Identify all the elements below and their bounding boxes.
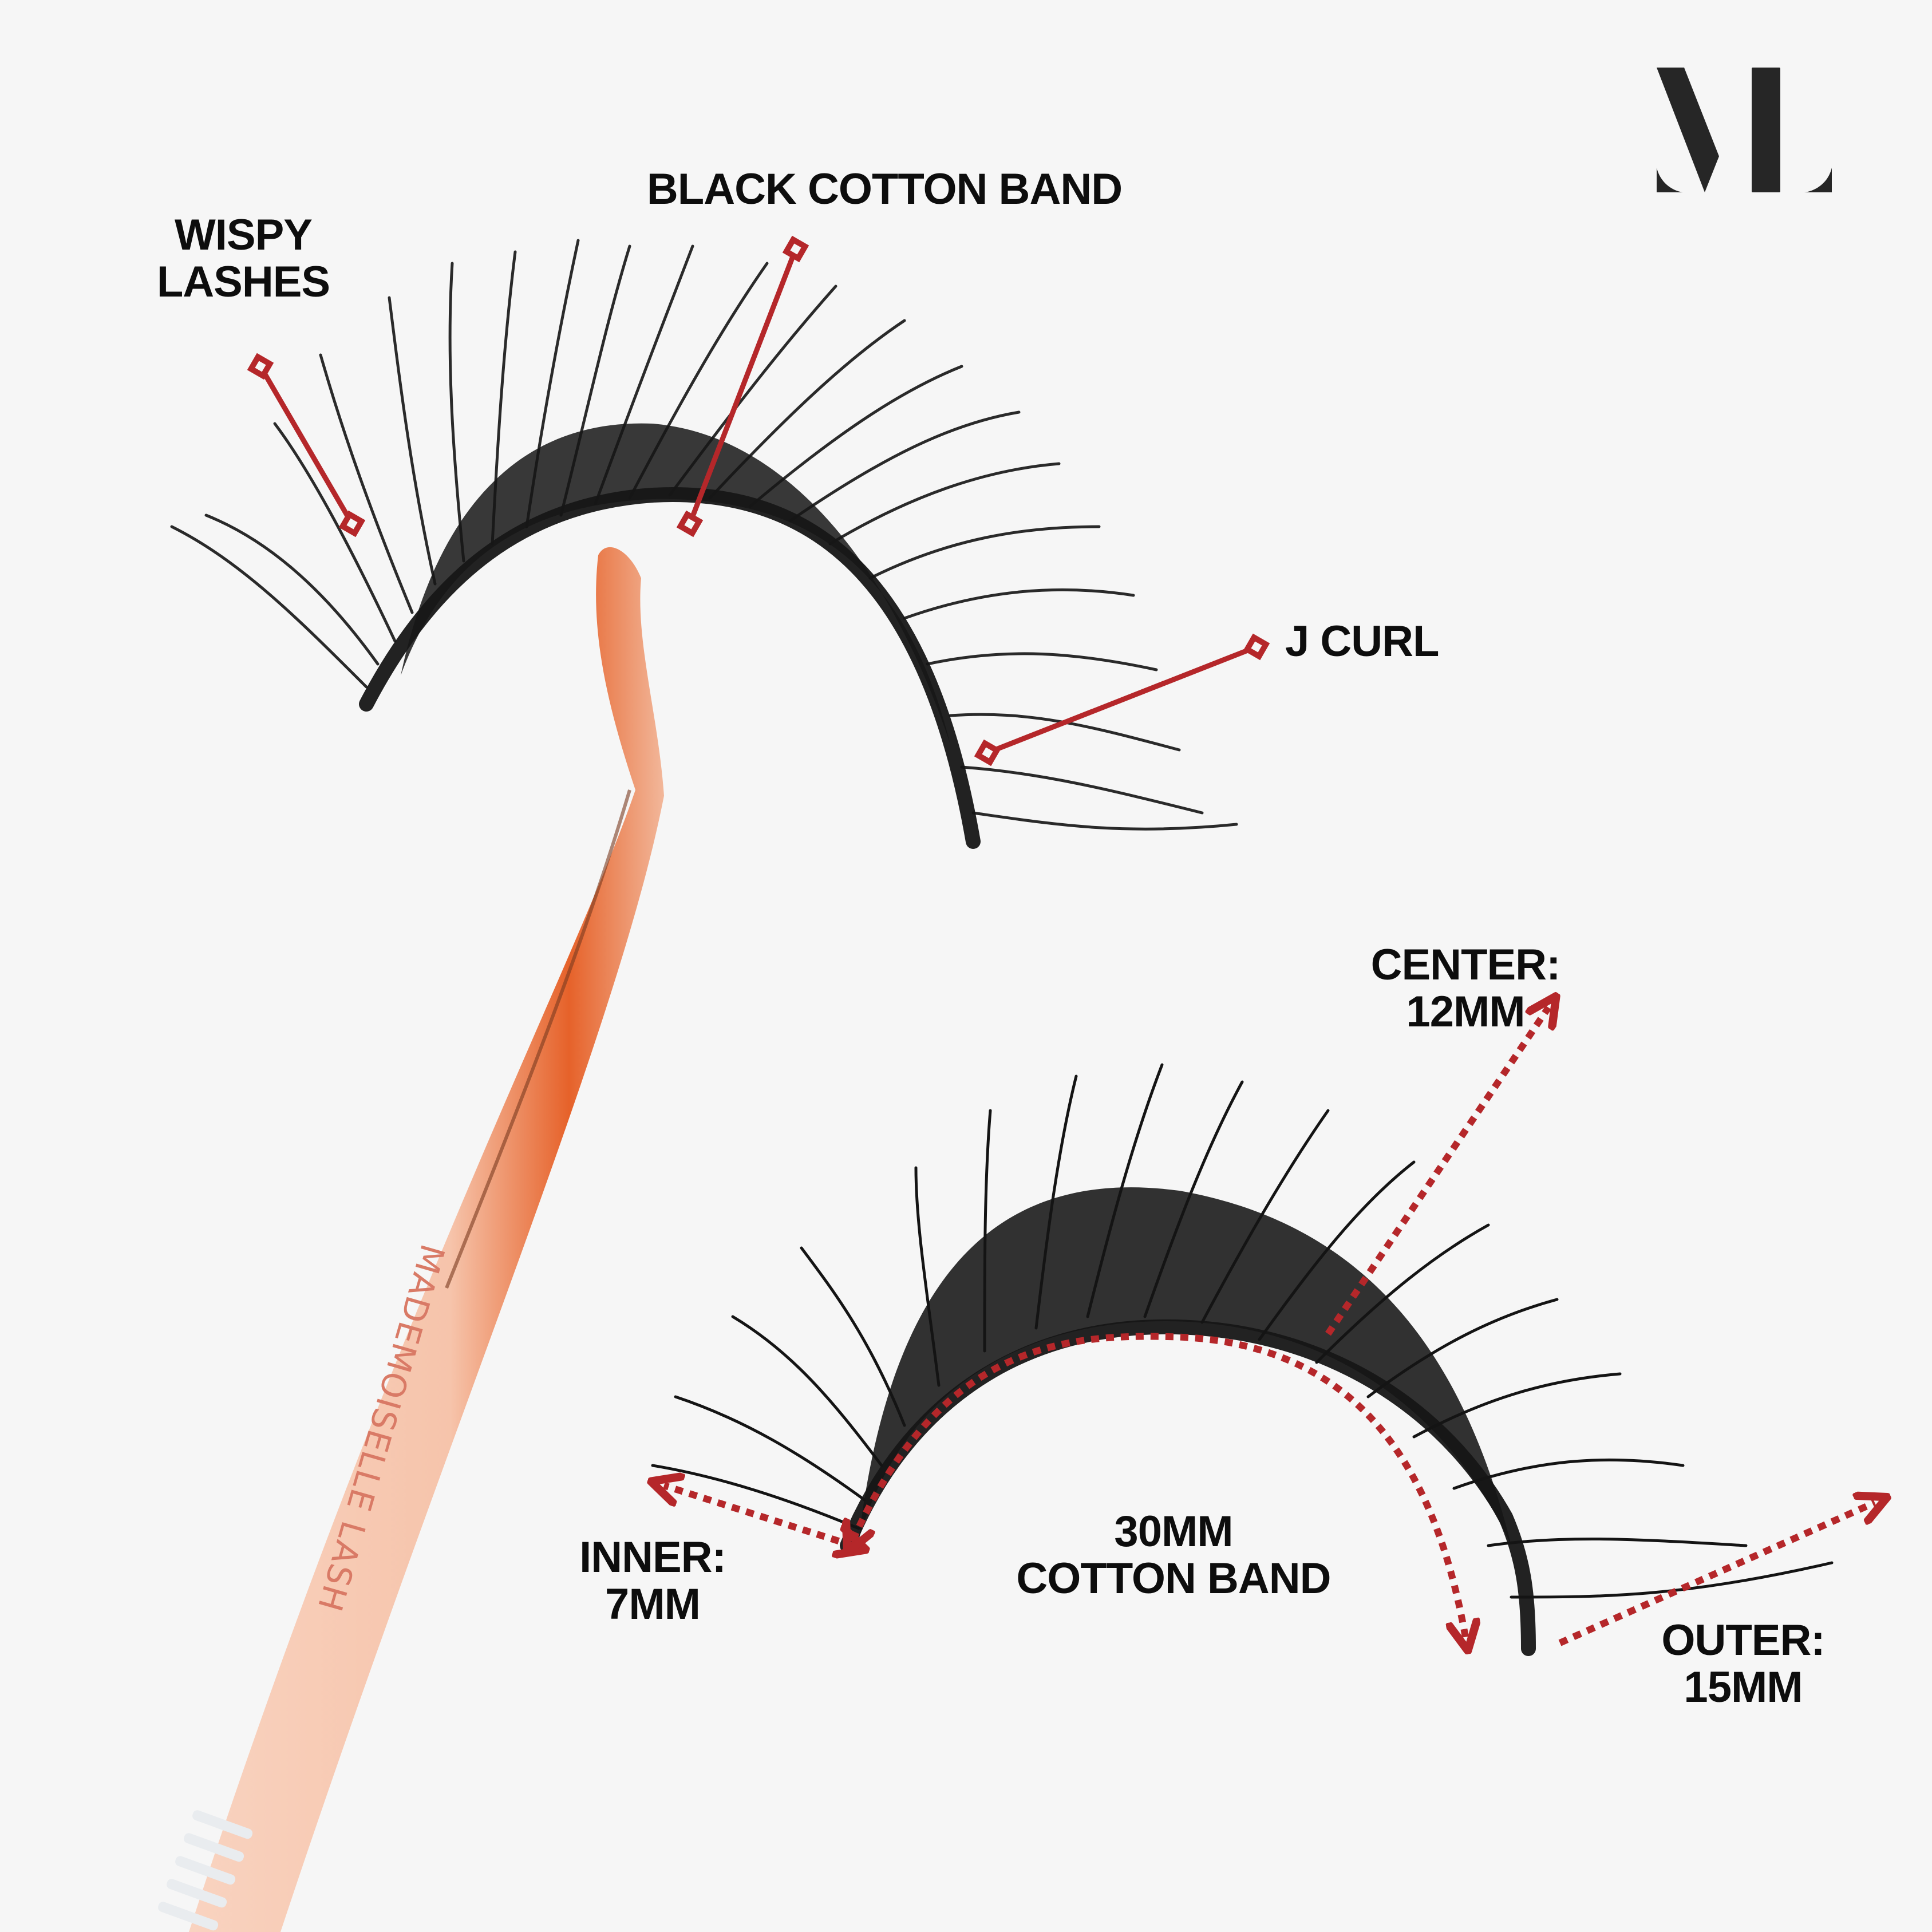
callout-j-curl: J CURL <box>1285 617 1439 666</box>
callout-markers <box>247 235 1270 767</box>
measure-inner: INNER: 7MM <box>579 1533 726 1629</box>
inner-arrow <box>664 1485 853 1546</box>
diamond-marker-icon <box>782 235 809 263</box>
brand-logo <box>1657 68 1832 192</box>
comb-teeth <box>158 1810 253 1931</box>
measure-band-length: 30MM COTTON BAND <box>1016 1507 1331 1603</box>
diamond-marker-icon <box>676 510 704 538</box>
tweezers <box>158 547 664 1932</box>
measurement-arrows <box>664 1008 1875 1643</box>
diamond-marker-icon <box>247 353 274 380</box>
callout-black-cotton-band: BLACK COTTON BAND <box>646 165 1123 214</box>
callout-lines <box>258 248 1258 756</box>
callout-wispy-lashes: WISPY LASHES <box>156 211 330 307</box>
diamond-marker-icon <box>974 739 1001 767</box>
bottom-lash <box>651 1063 1834 1656</box>
band-arrow <box>853 1333 1465 1637</box>
measure-center: CENTER: 12MM <box>1370 941 1561 1037</box>
top-lash <box>170 239 1238 849</box>
center-arrow <box>1325 1008 1548 1336</box>
diamond-marker-icon <box>1243 633 1270 661</box>
outer-arrow <box>1558 1503 1875 1646</box>
diamond-marker-icon <box>338 510 366 538</box>
measure-outer: OUTER: 15MM <box>1661 1616 1825 1712</box>
